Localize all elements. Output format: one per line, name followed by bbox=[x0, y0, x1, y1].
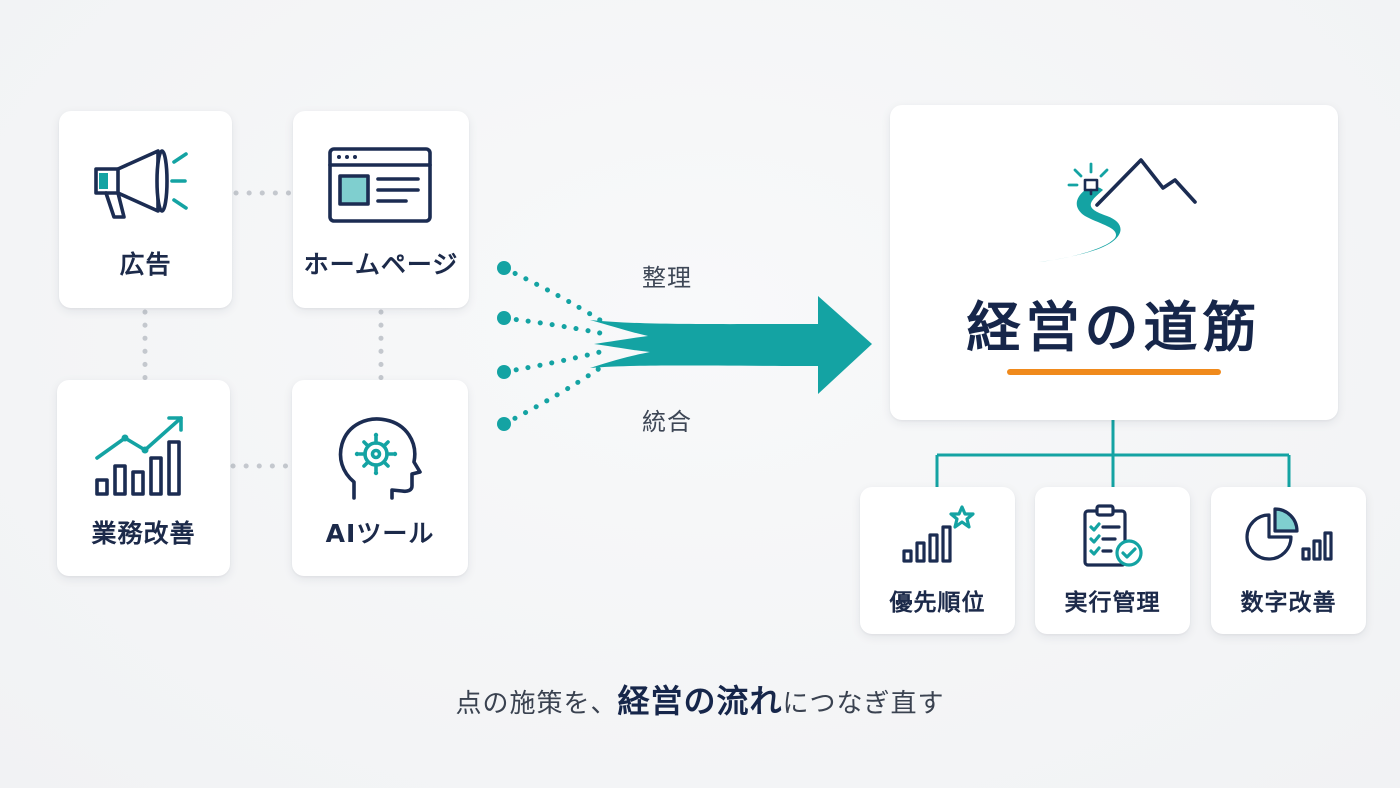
flow-start-dot-2 bbox=[497, 311, 511, 325]
card-website: ホームページ bbox=[293, 111, 469, 308]
flow-start-dot-1 bbox=[497, 261, 511, 275]
flow-label-integrate: 統合 bbox=[642, 408, 692, 436]
ai-head-icon bbox=[292, 414, 468, 502]
flow-line-2 bbox=[501, 315, 603, 336]
main-card: 経営の道筋 bbox=[890, 105, 1338, 420]
card-website-label: ホームページ bbox=[303, 250, 459, 279]
flow-line-1 bbox=[501, 265, 603, 323]
card-ad: 広告 bbox=[59, 111, 232, 308]
rising-chart-icon bbox=[57, 414, 230, 500]
flow-line-4 bbox=[501, 365, 603, 427]
flow-arrow bbox=[590, 296, 872, 394]
flow-line-3 bbox=[501, 349, 603, 375]
megaphone-icon bbox=[59, 145, 232, 227]
card-priority: 優先順位 bbox=[860, 487, 1015, 634]
tagline: 点の施策を、経営の流れにつなぎ直す bbox=[0, 676, 1400, 722]
tagline-before: 点の施策を、 bbox=[455, 689, 618, 719]
tagline-emphasis: 経営の流れ bbox=[617, 682, 783, 720]
bar-star-icon bbox=[860, 503, 1015, 567]
browser-window-icon bbox=[293, 145, 469, 227]
card-ad-label: 広告 bbox=[119, 250, 172, 279]
card-metrics-label: 数字改善 bbox=[1240, 590, 1337, 616]
pie-bar-icon bbox=[1211, 503, 1366, 567]
flow-start-dot-4 bbox=[497, 417, 511, 431]
card-execution-label: 実行管理 bbox=[1064, 590, 1161, 616]
flow-label-organize: 整理 bbox=[642, 264, 692, 292]
card-ai-label: AIツール bbox=[325, 519, 435, 548]
card-operations-label: 業務改善 bbox=[91, 519, 196, 548]
tagline-after: につなぎ直す bbox=[782, 689, 945, 719]
card-metrics: 数字改善 bbox=[1211, 487, 1366, 634]
main-title: 経営の道筋 bbox=[966, 296, 1262, 359]
main-title-underline bbox=[1007, 369, 1221, 375]
flow-start-dot-3 bbox=[497, 365, 511, 379]
clipboard-check-icon bbox=[1035, 503, 1190, 569]
mountain-path-icon bbox=[890, 150, 1338, 270]
card-operations: 業務改善 bbox=[57, 380, 230, 576]
card-ai: AIツール bbox=[292, 380, 468, 576]
card-priority-label: 優先順位 bbox=[889, 590, 986, 616]
card-execution: 実行管理 bbox=[1035, 487, 1190, 634]
